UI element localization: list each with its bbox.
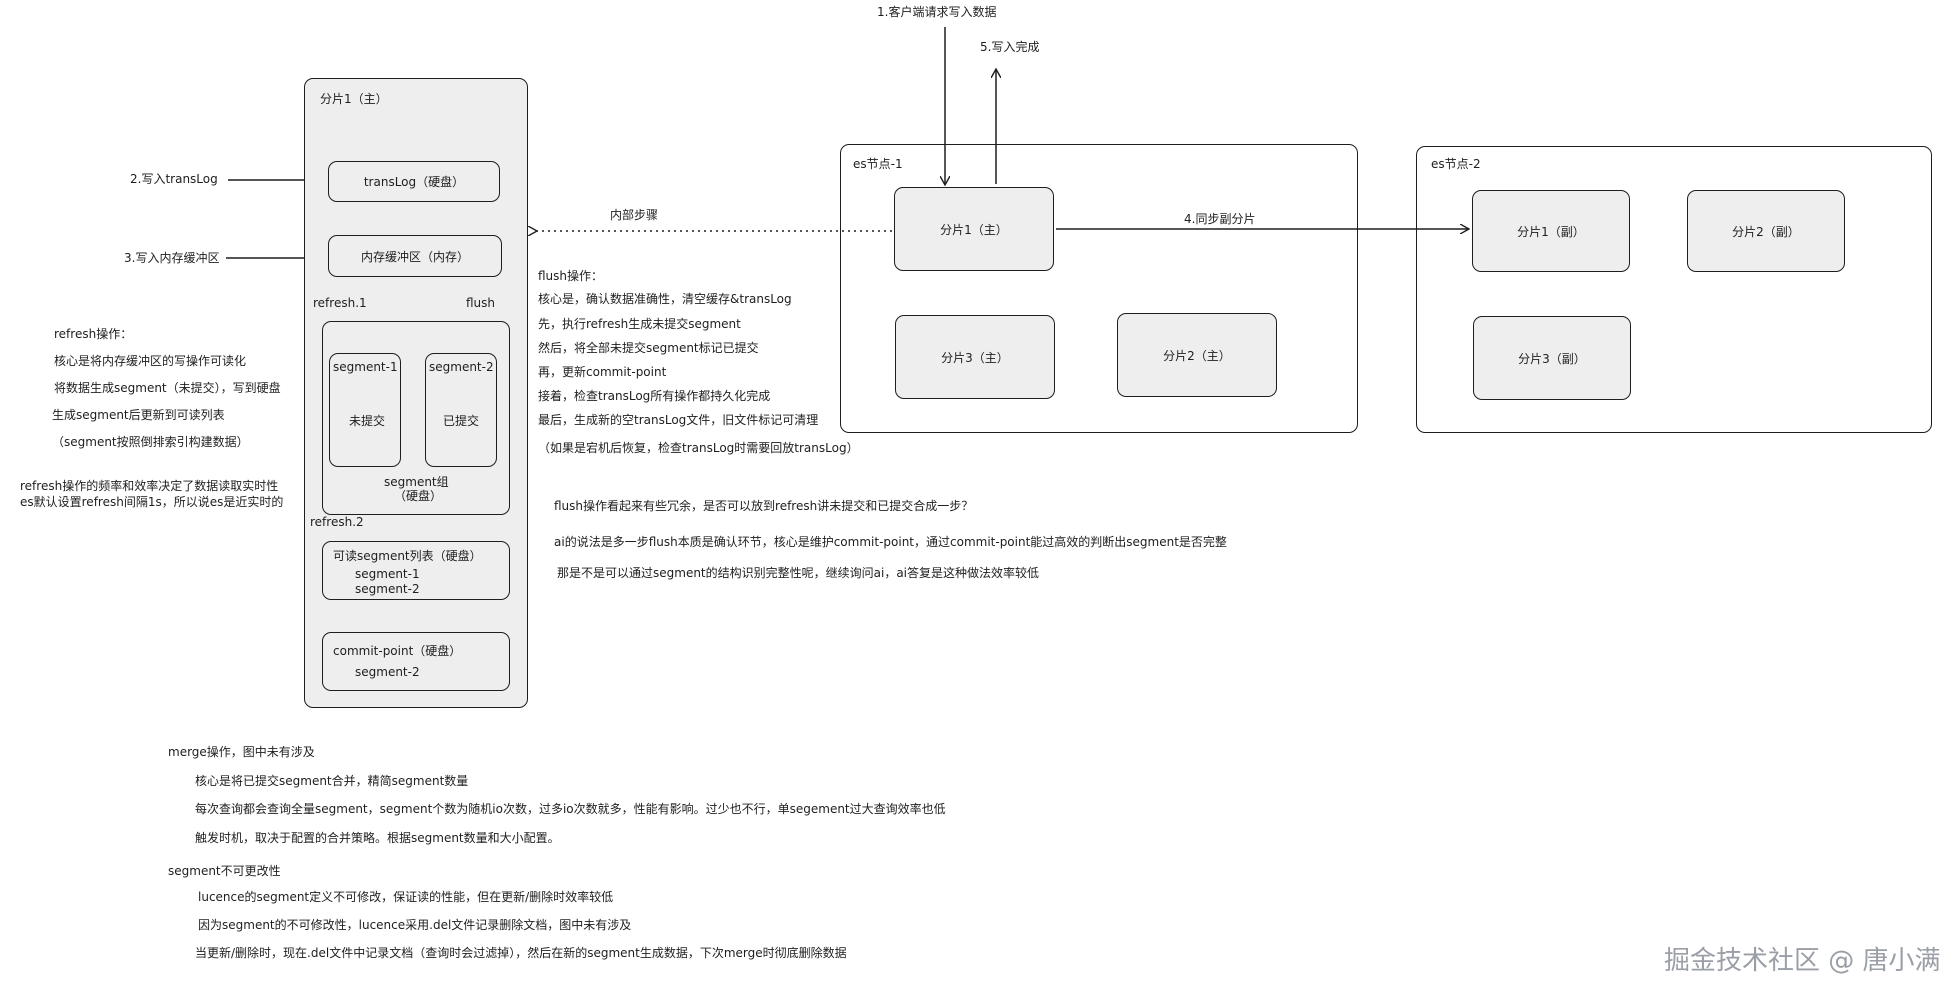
flush-note-line: flush操作： [538,269,604,283]
merge-note-line: 核心是将已提交segment合并，精简segment数量 [195,774,469,788]
segment-1-box: segment-1 未提交 [329,353,401,467]
segment-1-status: 未提交 [349,414,386,428]
flush-note-line: 再，更新commit-point [538,365,667,379]
segment-2-box: segment-2 已提交 [425,353,497,467]
readable-segment-list-box: 可读segment列表（硬盘） segment-1 segment-2 [322,541,510,600]
segment-2-status: 已提交 [443,414,480,428]
refresh-note-line: 生成segment后更新到可读列表 [52,408,225,422]
es-node-2-box [1416,146,1932,433]
es-node-2-label: es节点-2 [1431,157,1481,171]
sync-replica-label: 4.同步副分片 [1184,212,1256,226]
flush-note-line: 核心是，确认数据准确性，清空缓存&transLog [538,292,792,306]
translog-box: transLog（硬盘） [328,161,500,202]
refresh-note-line: （segment按照倒排索引构建数据） [52,435,249,449]
question-note-3: 那是不是可以通过segment的结构识别完整性呢，继续询问ai，ai答复是这种做… [557,566,1040,580]
node2-shard2-replica: 分片2（副） [1687,190,1845,272]
shard1-label: 分片1（主） [320,92,388,106]
refresh1-label: refresh.1 [313,296,367,310]
readable-item-2: segment-2 [355,582,420,596]
node2-shard3-label: 分片3（副） [1518,351,1586,366]
node1-shard2-primary: 分片2（主） [1117,313,1277,397]
readable-list-title: 可读segment列表（硬盘） [333,549,482,563]
merge-note-line: 触发时机，取决于配置的合并策略。根据segment数量和大小配置。 [195,831,560,845]
shard1-primary-container [304,78,528,708]
memory-buffer-label: 内存缓冲区（内存） [360,249,469,264]
memory-buffer-box: 内存缓冲区（内存） [328,235,502,277]
readable-item-1: segment-1 [355,567,420,581]
es-node-1-label: es节点-1 [853,157,903,171]
segment-1-title: segment-1 [333,360,398,374]
question-note-2: ai的说法是多一步flush本质是确认环节，核心是维护commit-point，… [554,535,1227,549]
segment-group-label-2: （硬盘） [394,489,443,503]
node1-shard3-primary: 分片3（主） [895,315,1055,399]
question-note-1: flush操作看起来有些冗余，是否可以放到refresh讲未提交和已提交合成一步… [554,499,974,513]
merge-note-line: 每次查询都会查询全量segment，segment个数为随机io次数，过多io次… [195,802,946,816]
node2-shard2-label: 分片2（副） [1732,224,1800,239]
flush-note-line: 先，执行refresh生成未提交segment [538,317,741,331]
watermark: 掘金技术社区 @ 唐小满 [1664,946,1941,976]
client-request-label: 1.客户端请求写入数据 [877,5,997,19]
commit-point-box: commit-point（硬盘） segment-2 [322,632,510,691]
merge-note-line: merge操作，图中未有涉及 [168,745,315,759]
commit-point-item: segment-2 [355,665,420,679]
segment-group-label-1: segment组 [384,475,449,489]
refresh-note-line: 将数据生成segment（未提交），写到硬盘 [54,381,281,395]
commit-point-title: commit-point（硬盘） [333,644,462,658]
es-node-1-box [840,144,1358,433]
node2-shard3-replica: 分片3（副） [1473,316,1631,400]
flush-note-line: 然后，将全部未提交segment标记已提交 [538,341,759,355]
write-done-label: 5.写入完成 [980,40,1040,54]
immutable-note-line: segment不可更改性 [168,864,281,878]
node1-shard3-label: 分片3（主） [941,350,1009,365]
refresh2-label: refresh.2 [310,515,364,529]
flush-note-line: 最后，生成新的空transLog文件，旧文件标记可清理 [538,413,819,427]
internal-steps-label: 内部步骤 [610,208,659,222]
write-buffer-label: 3.写入内存缓冲区 [124,251,220,265]
segment-group-box [322,321,510,515]
flush-note-line: （如果是宕机后恢复，检查transLog时需要回放transLog） [538,441,859,455]
flush-note-line: 接着，检查transLog所有操作都持久化完成 [538,389,771,403]
refresh-note-line: refresh操作： [54,327,133,341]
node1-shard1-label: 分片1（主） [940,222,1008,237]
write-translog-label: 2.写入transLog [130,172,218,186]
node2-shard1-label: 分片1（副） [1517,224,1585,239]
flush-label: flush [466,296,496,310]
refresh-frequency-note: es默认设置refresh间隔1s，所以说es是近实时的 [20,495,284,509]
refresh-frequency-note: refresh操作的频率和效率决定了数据读取实时性 [20,479,279,493]
refresh-note-line: 核心是将内存缓冲区的写操作可读化 [54,354,247,368]
node1-shard2-label: 分片2（主） [1163,348,1231,363]
node1-shard1-primary: 分片1（主） [894,187,1054,271]
segment-2-title: segment-2 [429,360,494,374]
immutable-note-line: lucence的segment定义不可修改，保证读的性能，但在更新/删除时效率较… [198,890,614,904]
immutable-note-line: 当更新/删除时，现在.del文件中记录文档（查询时会过滤掉），然后在新的segm… [195,946,847,960]
immutable-note-line: 因为segment的不可修改性，lucence采用.del文件记录删除文档，图中… [198,918,632,932]
node2-shard1-replica: 分片1（副） [1472,190,1630,272]
translog-label: transLog（硬盘） [363,175,465,189]
